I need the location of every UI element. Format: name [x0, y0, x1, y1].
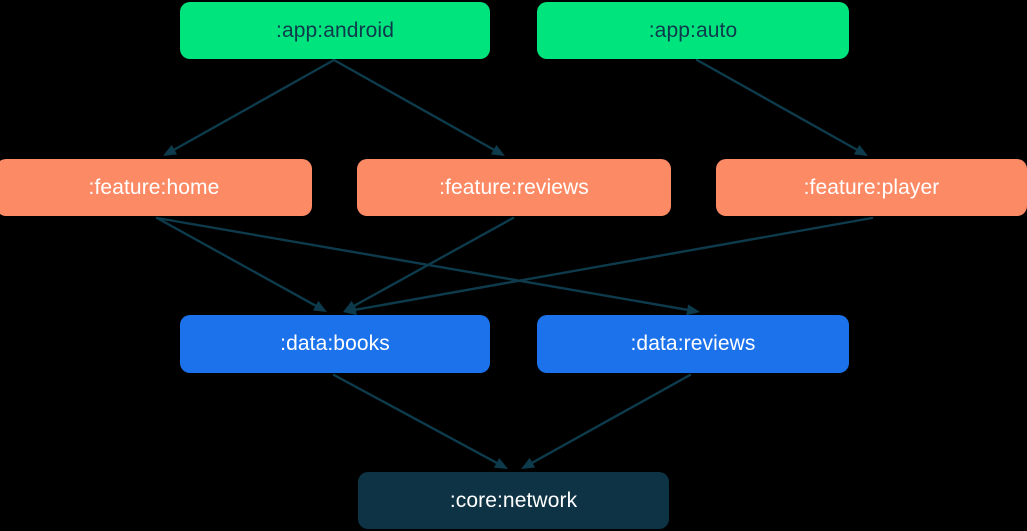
- arrowhead-icon: [312, 300, 327, 312]
- node-label: :app:android: [276, 18, 394, 42]
- node-app-auto[interactable]: :app:auto: [537, 2, 849, 59]
- edge-line: [354, 216, 874, 311]
- edge-data-books-to-core-network: [332, 373, 508, 469]
- node-label: :feature:home: [88, 175, 220, 199]
- edge-line: [155, 216, 689, 311]
- node-label: :feature:player: [803, 175, 940, 199]
- edge-line: [695, 58, 858, 151]
- node-feature-player[interactable]: :feature:player: [716, 159, 1027, 216]
- edge-data-reviews-to-core-network: [521, 373, 692, 469]
- node-feature-reviews[interactable]: :feature:reviews: [357, 159, 671, 216]
- edge-line: [531, 373, 692, 464]
- edge-line: [173, 58, 336, 151]
- edge-line: [155, 216, 317, 307]
- arrowhead-icon: [343, 300, 358, 312]
- arrowhead-icon: [343, 304, 357, 316]
- edge-app-android-to-feature-reviews: [332, 58, 505, 156]
- node-data-reviews[interactable]: :data:reviews: [537, 315, 849, 373]
- node-label: :data:books: [280, 332, 390, 355]
- arrowhead-icon: [490, 144, 505, 156]
- edge-app-android-to-feature-home: [163, 58, 336, 156]
- edge-feature-home-to-data-books: [155, 216, 327, 312]
- edge-feature-reviews-to-data-books: [343, 216, 515, 312]
- arrowhead-icon: [521, 457, 536, 469]
- edge-app-auto-to-feature-player: [695, 58, 868, 156]
- edge-feature-player-to-data-books: [343, 216, 874, 316]
- edge-line: [332, 58, 495, 151]
- node-data-books[interactable]: :data:books: [180, 315, 490, 373]
- node-core-network[interactable]: :core:network: [358, 472, 669, 529]
- node-label: :core:network: [449, 488, 578, 512]
- arrowhead-icon: [853, 144, 868, 156]
- node-label: :data:reviews: [630, 332, 756, 355]
- arrowhead-icon: [493, 457, 508, 469]
- arrowhead-icon: [686, 304, 700, 316]
- node-label: :app:auto: [648, 18, 738, 42]
- arrowhead-icon: [163, 144, 178, 156]
- edge-feature-home-to-data-reviews: [155, 216, 700, 316]
- edge-line: [332, 373, 498, 465]
- edge-line: [353, 216, 515, 307]
- node-label: :feature:reviews: [439, 175, 589, 199]
- node-feature-home[interactable]: :feature:home: [0, 159, 312, 216]
- node-app-android[interactable]: :app:android: [180, 2, 490, 59]
